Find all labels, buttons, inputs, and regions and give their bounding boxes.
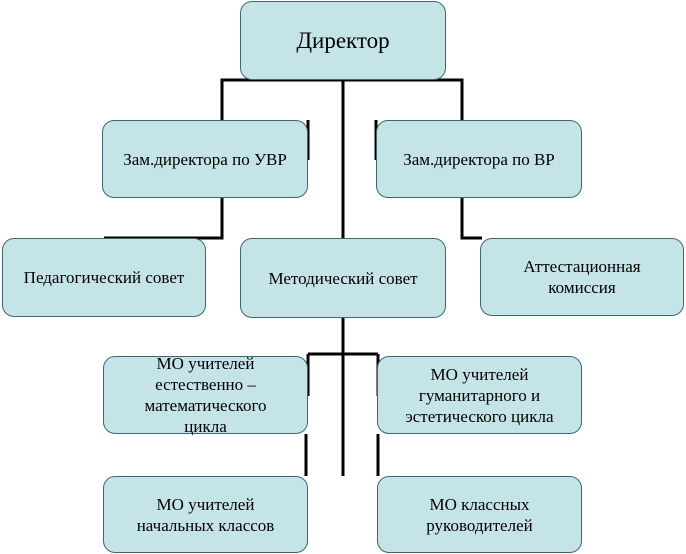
mo-primary-box: МО учителей начальных классов	[103, 476, 308, 553]
attestation-commission-box: Аттестационная комиссия	[480, 238, 684, 316]
mo-class-teachers-box: МО классных руководителей	[377, 476, 582, 553]
pedagogical-council-box: Педагогический совет	[2, 238, 206, 317]
methodical-council-box: Методический совет	[240, 238, 446, 318]
director-box: Директор	[240, 1, 446, 80]
mo-humanities-box: МО учителей гуманитарного и эстетическог…	[377, 356, 582, 434]
mo-science-math-box: МО учителей естественно – математическог…	[103, 354, 308, 436]
deputy-uvr-box: Зам.директора по УВР	[102, 120, 308, 198]
deputy-vr-box: Зам.директора по ВР	[376, 120, 582, 198]
